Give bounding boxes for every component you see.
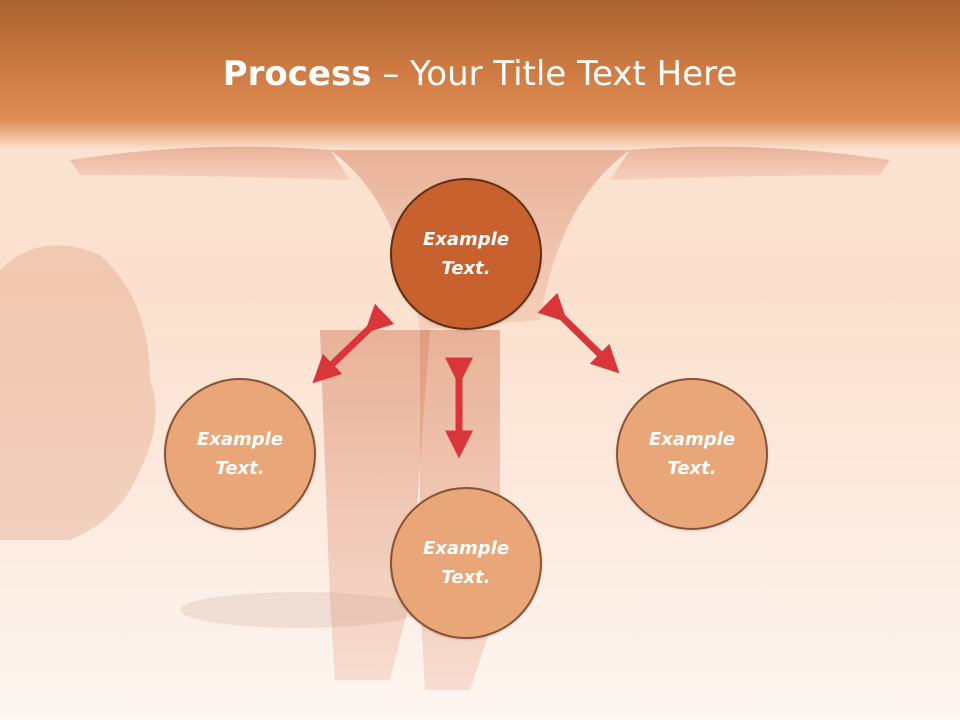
node-left-line2: Text.	[215, 458, 265, 479]
node-left-line1: Example	[196, 429, 284, 450]
title-rest: – Your Title Text Here	[371, 54, 738, 94]
node-left: Example Text.	[164, 378, 316, 530]
slide-title: Process – Your Title Text Here	[0, 52, 960, 96]
node-bottom-line2: Text.	[441, 567, 491, 588]
arrow-top-right	[537, 292, 620, 374]
node-right-line1: Example	[648, 429, 736, 450]
node-right: Example Text.	[616, 378, 768, 530]
node-right-line2: Text.	[667, 458, 717, 479]
node-top: Example Text.	[390, 178, 542, 330]
node-bottom: Example Text.	[390, 487, 542, 639]
header-band	[0, 0, 960, 150]
node-bottom-line1: Example	[422, 538, 510, 559]
arrow-top-left	[312, 303, 395, 384]
node-top-line1: Example	[422, 229, 510, 250]
title-bold: Process	[222, 54, 372, 94]
node-top-line2: Text.	[441, 258, 491, 279]
